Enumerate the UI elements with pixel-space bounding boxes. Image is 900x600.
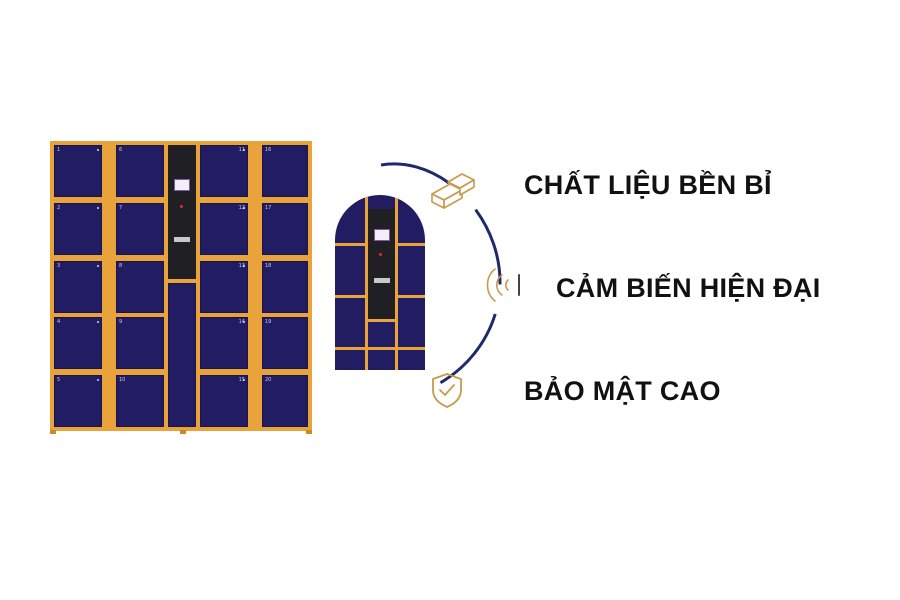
locker-door: 1: [54, 145, 102, 197]
locker-door: 7: [116, 203, 164, 255]
status-led: [180, 205, 183, 208]
locker-door: 11: [200, 145, 248, 197]
locker-number: 6: [119, 147, 123, 153]
keyhole-icon: [97, 149, 99, 151]
locker-number: 17: [265, 205, 272, 211]
keyhole-icon: [243, 149, 245, 151]
frame-bar: [335, 347, 425, 350]
frame-bar: [365, 195, 368, 370]
locker-number: 9: [119, 319, 123, 325]
locker-door: 8: [116, 261, 164, 313]
locker-number: 11: [238, 147, 245, 153]
locker-door: 16: [262, 145, 308, 197]
locker-number: 5: [57, 377, 61, 383]
locker-door: 6: [116, 145, 164, 197]
locker-door: 12: [200, 203, 248, 255]
locker-number: 7: [119, 205, 123, 211]
locker-number: 13: [238, 263, 245, 269]
frame-bar: [395, 195, 398, 370]
locker-number: 14: [238, 319, 245, 325]
locker-door: 2: [54, 203, 102, 255]
feature-label-durable-material: CHẤT LIỆU BỀN BỈ: [524, 170, 772, 200]
locker-number: 18: [265, 263, 272, 269]
locker-door: 4: [54, 317, 102, 369]
card-slot: [174, 237, 190, 242]
cabinet-foot: [50, 430, 56, 434]
keyhole-icon: [97, 207, 99, 209]
control-screen: [174, 179, 190, 191]
shield-check-icon: [432, 373, 462, 408]
control-panel: [168, 145, 196, 279]
control-screen: [374, 229, 390, 241]
locker-door: 5: [54, 375, 102, 427]
wood-planks-icon: [431, 173, 475, 209]
cabinet-foot: [180, 430, 186, 434]
locker-door: 14: [200, 317, 248, 369]
keyhole-icon: [97, 321, 99, 323]
locker-number: 15: [238, 377, 245, 383]
locker-number: 16: [265, 147, 272, 153]
feature-label-high-security: BẢO MẬT CAO: [524, 376, 721, 406]
locker-number: 3: [57, 263, 61, 269]
locker-door: 10: [116, 375, 164, 427]
locker-door: 13: [200, 261, 248, 313]
keyhole-icon: [97, 379, 99, 381]
cabinet-foot: [306, 430, 312, 434]
locker-number: 4: [57, 319, 61, 325]
keyhole-icon: [97, 265, 99, 267]
card-slot: [374, 278, 390, 283]
keyhole-icon: [243, 321, 245, 323]
status-led: [379, 253, 382, 256]
frame-bar: [368, 319, 395, 322]
locker-number: 2: [57, 205, 61, 211]
locker-number: 8: [119, 263, 123, 269]
keyhole-icon: [243, 207, 245, 209]
locker-door: 18: [262, 261, 308, 313]
feature-label-modern-sensor: CẢM BIẾN HIỆN ĐẠI: [556, 273, 821, 303]
control-panel: [368, 209, 395, 319]
locker-number: 20: [265, 377, 272, 383]
locker-door: 9: [116, 317, 164, 369]
keyhole-icon: [243, 379, 245, 381]
locker-number: 1: [57, 147, 61, 153]
locker-door: 3: [54, 261, 102, 313]
locker-door: 17: [262, 203, 308, 255]
locker-closeup: [335, 195, 425, 370]
locker-number: 10: [119, 377, 126, 383]
locker-number: 12: [238, 205, 245, 211]
locker-door-center: [168, 283, 196, 427]
keyhole-icon: [243, 265, 245, 267]
locker-door: 20: [262, 375, 308, 427]
sensor-waves-icon: [486, 268, 520, 302]
locker-number: 19: [265, 319, 272, 325]
locker-door: 19: [262, 317, 308, 369]
locker-door: 15: [200, 375, 248, 427]
